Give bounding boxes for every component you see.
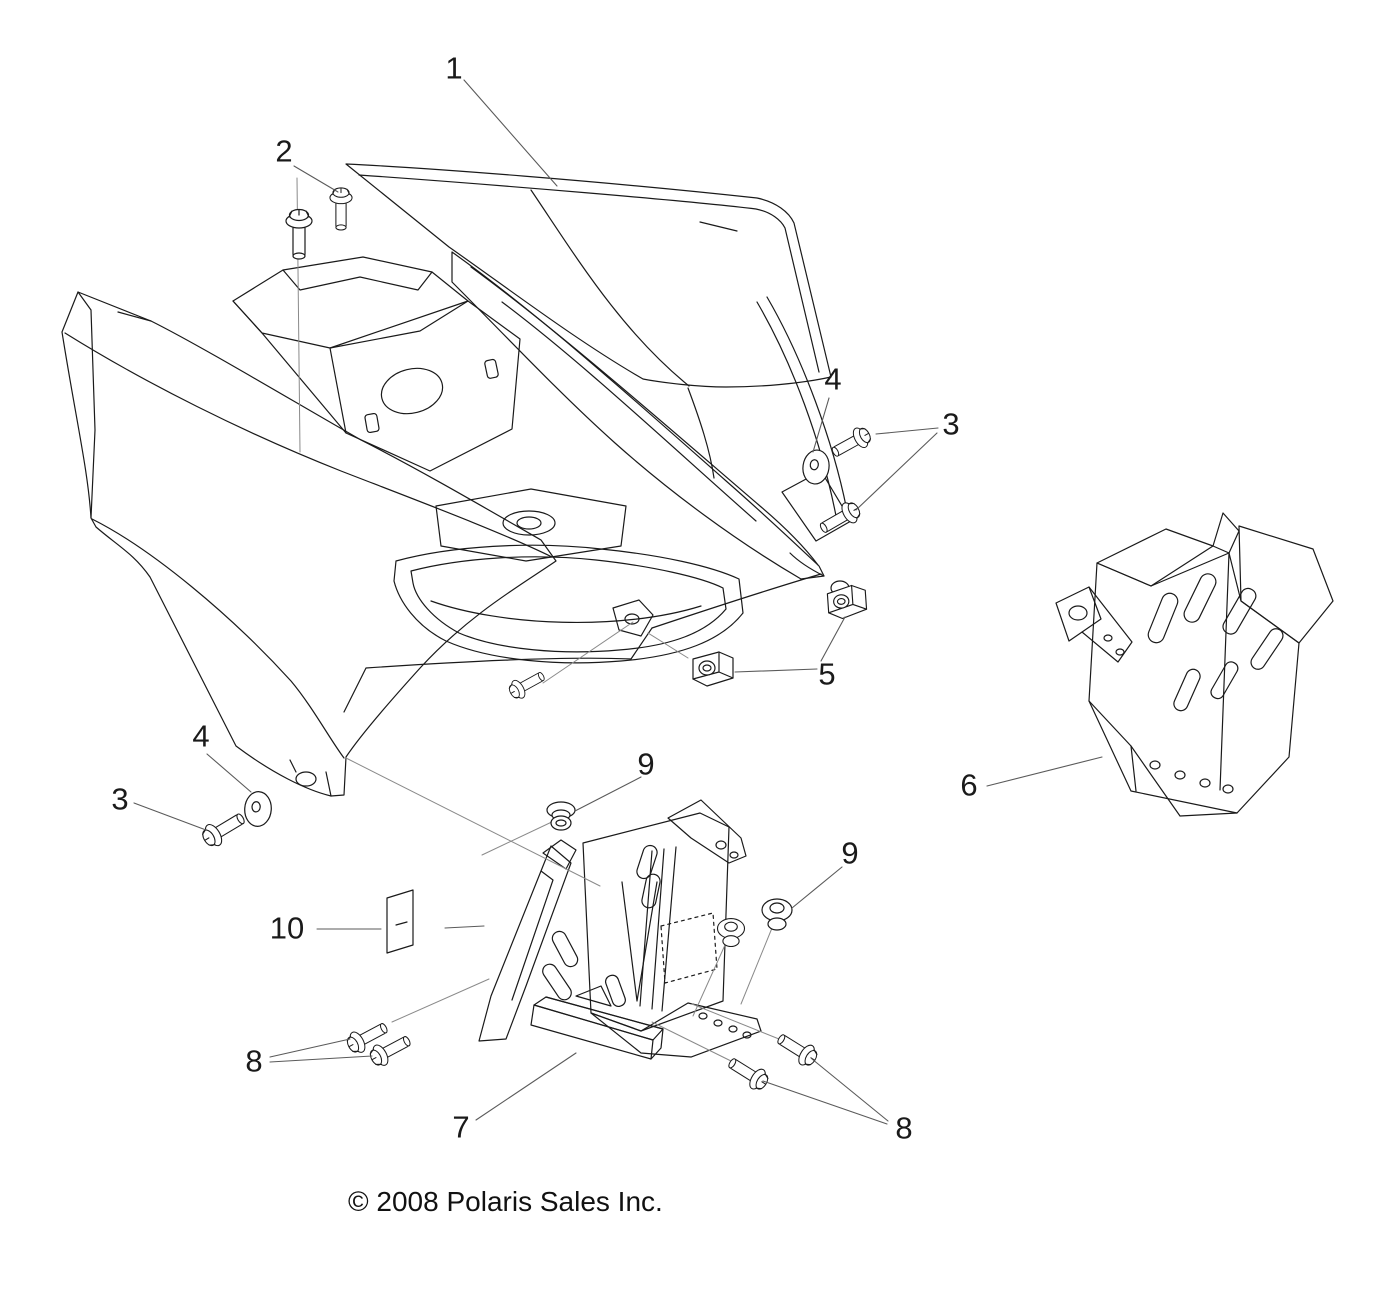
callout-4-3: 4 <box>824 361 842 397</box>
flange-bolt-3-right-b <box>815 497 865 540</box>
left-side-panel <box>61 291 557 797</box>
leader-line-9 <box>791 866 843 909</box>
leader-line-8 <box>269 1038 351 1058</box>
callout-9-8: 9 <box>637 746 655 782</box>
callout-3-7: 3 <box>111 781 129 817</box>
leader-line-5 <box>734 668 818 673</box>
callout-7-12: 7 <box>452 1109 470 1145</box>
flange-bolt-2b <box>329 187 353 231</box>
leader-line-3 <box>855 432 938 511</box>
leader-line-8 <box>762 1080 888 1125</box>
clip-nut-5b <box>826 580 868 621</box>
leader-line-6 <box>986 756 1103 787</box>
flange-bolt-3-left <box>198 806 250 851</box>
leader-line-2 <box>293 165 339 193</box>
right-side-panel <box>451 251 825 629</box>
flange-bolt-3-right-a <box>827 423 875 463</box>
flange-bolt-center <box>505 666 549 703</box>
well-nut-9b <box>761 898 793 931</box>
leader-line-4 <box>206 753 252 793</box>
leader-line-9 <box>574 776 642 812</box>
leader-line-10 <box>444 925 485 929</box>
flange-bolt-2a <box>285 208 313 260</box>
copyright-text: © 2008 Polaris Sales Inc. <box>348 1186 663 1217</box>
callout-6-5: 6 <box>960 767 978 803</box>
callout-4-6: 4 <box>192 718 210 754</box>
flange-bolt-8c <box>772 1028 822 1071</box>
callout-2-1: 2 <box>275 133 293 169</box>
rear-cab-top-cover <box>345 163 832 388</box>
washer-4-left <box>242 790 274 828</box>
storage-tray <box>393 488 744 664</box>
leader-line-8 <box>811 1058 889 1122</box>
clip-nut-5a <box>692 651 734 687</box>
callout-1-0: 1 <box>445 50 463 86</box>
push-rivet-9a <box>546 801 576 831</box>
rear-support-bracket <box>1055 512 1334 817</box>
decal-10 <box>386 889 414 954</box>
callout-10-10: 10 <box>269 910 305 946</box>
leader-line-3 <box>875 427 939 435</box>
well-nut-9c <box>716 918 746 948</box>
leader-line-4 <box>812 397 830 453</box>
leader-line-5 <box>820 616 846 662</box>
leader-line-3 <box>133 802 207 831</box>
leader-line-1 <box>463 79 558 187</box>
fasteners <box>198 187 875 1095</box>
leader-line-8 <box>269 1055 373 1063</box>
callout-3-2: 3 <box>942 406 960 442</box>
callout-9-9: 9 <box>841 835 859 871</box>
center-fascia <box>232 256 521 472</box>
leader-line-7 <box>475 1052 577 1121</box>
callout-8-11: 8 <box>245 1043 263 1079</box>
callout-8-13: 8 <box>895 1110 913 1146</box>
callout-5-4: 5 <box>818 656 836 692</box>
callout-leader-lines <box>133 79 1103 1125</box>
rear-closeoff-bracket <box>478 799 762 1060</box>
inner-ribs <box>687 296 852 542</box>
flange-bolt-8d <box>723 1052 773 1095</box>
